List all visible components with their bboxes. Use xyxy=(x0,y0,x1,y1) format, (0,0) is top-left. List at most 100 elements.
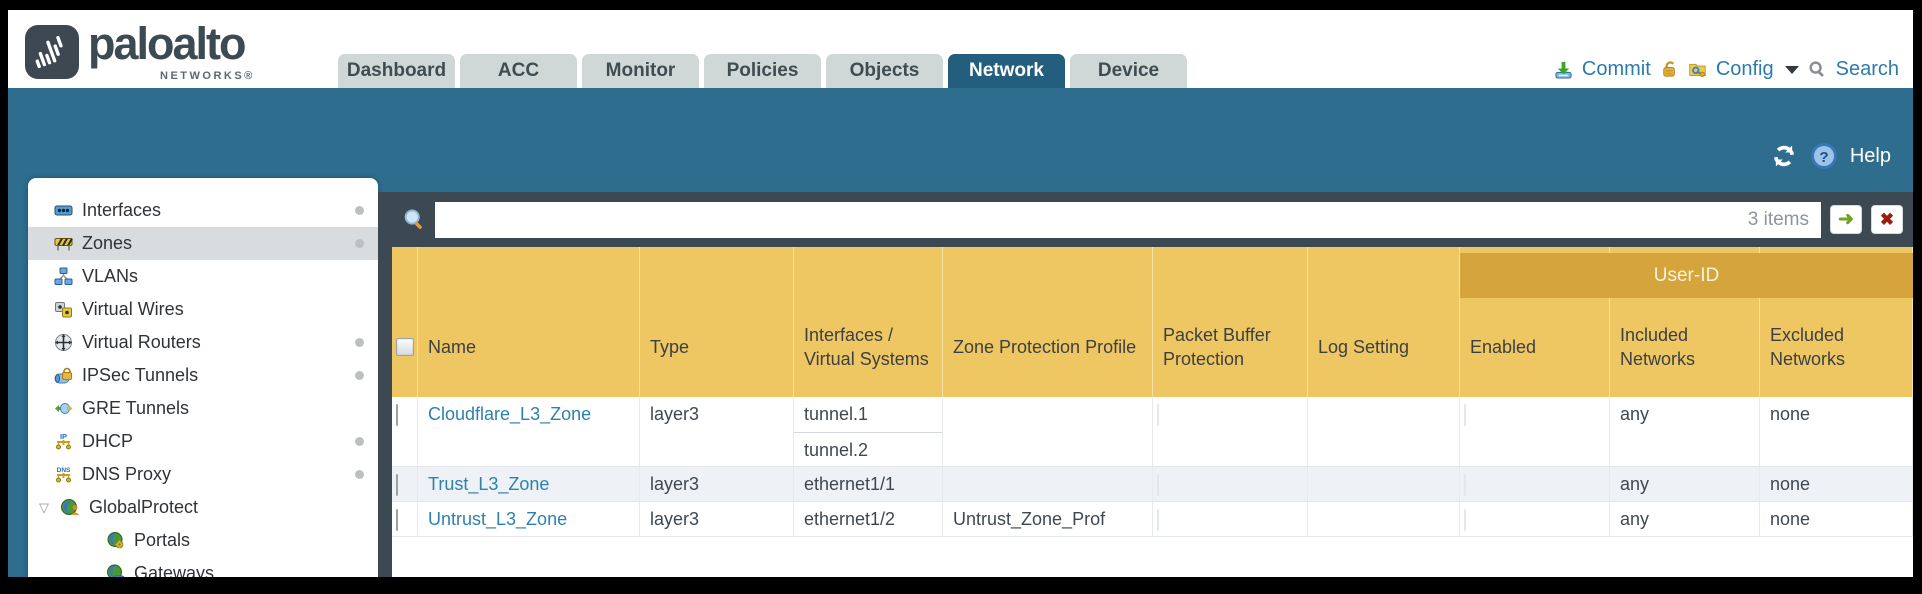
brand-wordmark: paloalto xyxy=(88,18,247,69)
tab-device[interactable]: Device xyxy=(1070,54,1187,88)
zone-name-link[interactable]: Trust_L3_Zone xyxy=(428,474,550,494)
col-type[interactable]: Type xyxy=(640,247,794,397)
zones-icon xyxy=(54,238,73,251)
main-nav-tabs: Dashboard ACC Monitor Policies Objects N… xyxy=(338,54,1187,88)
items-count: 3 items xyxy=(1747,208,1809,230)
zone-interfaces: ethernet1/2 xyxy=(794,502,943,536)
svg-text:?: ? xyxy=(1819,149,1828,166)
paloalto-logo-icon xyxy=(25,25,79,79)
col-zone-protection-profile[interactable]: Zone Protection Profile xyxy=(943,247,1153,397)
zone-interfaces: ethernet1/1 xyxy=(794,467,943,501)
sidebar-splitter[interactable] xyxy=(378,192,392,577)
commit-icon[interactable] xyxy=(1554,60,1573,79)
top-header: paloalto NETWORKS® Dashboard ACC Monitor… xyxy=(8,10,1913,88)
filter-search-icon xyxy=(404,208,422,229)
interface-item: ethernet1/2 xyxy=(804,509,896,529)
portals-icon xyxy=(107,532,124,549)
config-caret-icon[interactable] xyxy=(1784,65,1799,74)
packet-buffer-checkbox[interactable] xyxy=(1157,404,1159,426)
included-networks: any xyxy=(1610,502,1760,536)
status-dot xyxy=(355,371,364,380)
excluded-networks: none xyxy=(1760,467,1913,501)
col-enabled[interactable]: Enabled xyxy=(1460,247,1610,397)
gateways-icon xyxy=(107,564,125,577)
log-setting xyxy=(1308,502,1460,536)
help-icon[interactable]: ? xyxy=(1810,142,1838,170)
interface-item: ethernet1/1 xyxy=(804,474,896,494)
table-row: Untrust_L3_Zone layer3 ethernet1/2 Untru… xyxy=(392,502,1913,537)
sidebar-item-dhcp[interactable]: IP DHCP xyxy=(28,425,378,458)
expander-icon[interactable]: ▽ xyxy=(39,499,49,515)
dhcp-icon: IP xyxy=(56,432,71,450)
userid-enabled-checkbox[interactable] xyxy=(1464,404,1466,426)
status-dot xyxy=(355,206,364,215)
packet-buffer-checkbox[interactable] xyxy=(1157,509,1159,531)
row-checkbox[interactable] xyxy=(396,404,398,426)
green-arrow-icon: ➜ xyxy=(1838,209,1854,230)
sidebar-item-portals[interactable]: Portals xyxy=(28,524,378,557)
tab-policies[interactable]: Policies xyxy=(704,54,821,88)
tab-acc[interactable]: ACC xyxy=(460,54,577,88)
lock-icon[interactable] xyxy=(1660,60,1679,79)
help-label[interactable]: Help xyxy=(1849,144,1891,167)
row-checkbox[interactable] xyxy=(396,474,398,496)
sidebar-item-ipsec-tunnels[interactable]: IPSec Tunnels xyxy=(28,359,378,392)
interface-item: tunnel.1 xyxy=(804,404,869,424)
sidebar-item-vlans[interactable]: VLANs xyxy=(28,260,378,293)
row-checkbox[interactable] xyxy=(396,509,398,531)
zone-name-link[interactable]: Untrust_L3_Zone xyxy=(428,509,568,529)
virtual-routers-icon xyxy=(55,334,72,351)
col-packet-buffer-protection[interactable]: Packet Buffer Protection xyxy=(1153,247,1308,397)
search-icon[interactable] xyxy=(1808,60,1827,79)
log-setting xyxy=(1308,397,1460,466)
packet-buffer-checkbox[interactable] xyxy=(1157,474,1159,496)
vlans-icon xyxy=(54,267,73,285)
zone-name-link[interactable]: Cloudflare_L3_Zone xyxy=(428,404,592,424)
zone-type: layer3 xyxy=(640,397,794,466)
sidebar-item-globalprotect[interactable]: ▽ GlobalProtect xyxy=(28,491,378,524)
included-networks: any xyxy=(1610,467,1760,501)
sidebar-item-zones[interactable]: Zones xyxy=(28,227,378,260)
search-button[interactable]: Search xyxy=(1835,58,1899,80)
tab-network[interactable]: Network xyxy=(948,54,1065,88)
sidebar-item-interfaces[interactable]: Interfaces xyxy=(28,194,378,227)
excluded-networks: none xyxy=(1760,397,1913,466)
user-id-group-header: User-ID xyxy=(1460,253,1913,298)
filter-input[interactable] xyxy=(435,201,1748,238)
top-toolbar: Commit Config Search xyxy=(1554,58,1899,81)
dns-proxy-icon: DNS xyxy=(56,467,71,483)
config-icon[interactable] xyxy=(1688,60,1707,79)
col-included-networks[interactable]: Included Networks xyxy=(1610,247,1760,397)
col-log-setting[interactable]: Log Setting xyxy=(1308,247,1460,397)
tab-objects[interactable]: Objects xyxy=(826,54,943,88)
sidebar-item-virtual-wires[interactable]: Virtual Wires xyxy=(28,293,378,326)
col-name[interactable]: Name xyxy=(418,247,640,397)
zone-type: layer3 xyxy=(640,467,794,501)
col-excluded-networks[interactable]: Excluded Networks xyxy=(1760,247,1913,397)
clear-filter-button[interactable]: ✖ xyxy=(1871,205,1903,234)
userid-enabled-checkbox[interactable] xyxy=(1464,509,1466,531)
status-dot xyxy=(355,338,364,347)
col-interfaces[interactable]: Interfaces / Virtual Systems xyxy=(794,247,943,397)
tab-dashboard[interactable]: Dashboard xyxy=(338,54,455,88)
table-row: Cloudflare_L3_Zone layer3 tunnel.1 tunne… xyxy=(392,397,1913,467)
config-dropdown[interactable]: Config xyxy=(1715,58,1774,80)
status-dot xyxy=(355,239,364,248)
excluded-networks: none xyxy=(1760,502,1913,536)
commit-button[interactable]: Commit xyxy=(1581,58,1651,80)
status-dot xyxy=(355,470,364,479)
apply-filter-button[interactable]: ➜ xyxy=(1830,205,1862,234)
tab-monitor[interactable]: Monitor xyxy=(582,54,699,88)
select-all-checkbox[interactable] xyxy=(396,338,414,356)
refresh-icon[interactable] xyxy=(1770,142,1798,170)
teal-band: ? Help xyxy=(8,88,1913,192)
userid-enabled-checkbox[interactable] xyxy=(1464,474,1466,496)
sidebar-item-dns-proxy[interactable]: DNS DNS Proxy xyxy=(28,458,378,491)
table-row: Trust_L3_Zone layer3 ethernet1/1 any non… xyxy=(392,467,1913,502)
sidebar-item-gre-tunnels[interactable]: GRE Tunnels xyxy=(28,392,378,425)
svg-text:IP: IP xyxy=(60,432,67,441)
zone-protection-profile: Untrust_Zone_Prof xyxy=(943,502,1153,536)
sidebar-item-virtual-routers[interactable]: Virtual Routers xyxy=(28,326,378,359)
select-all-cell xyxy=(392,247,418,397)
sidebar-item-gateways[interactable]: Gateways xyxy=(28,557,378,577)
